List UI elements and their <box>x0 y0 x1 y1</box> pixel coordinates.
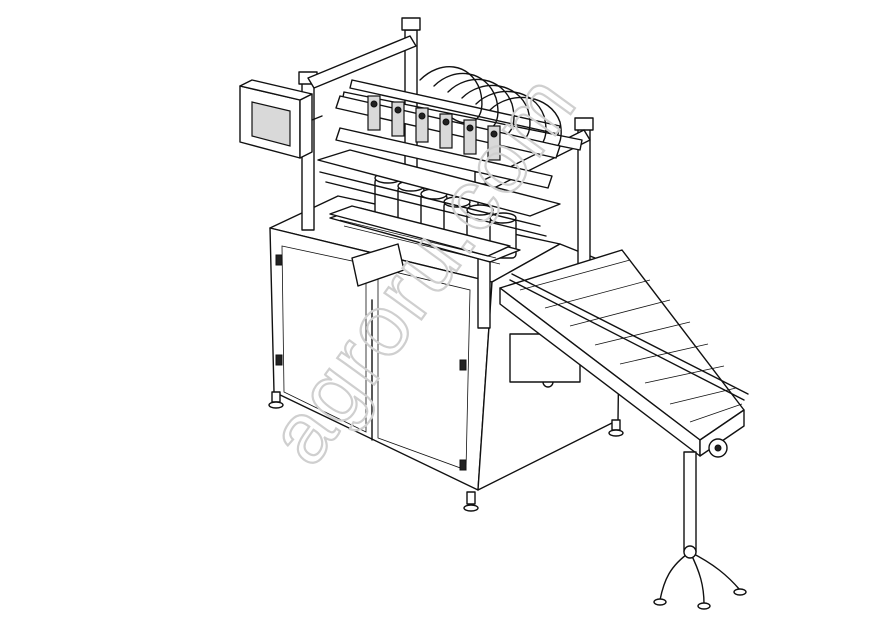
conveyor <box>499 249 749 610</box>
nozzles <box>367 95 501 161</box>
nozzle-manifold <box>335 95 561 189</box>
touch-screen <box>251 101 291 147</box>
conveyor-belt <box>519 259 743 423</box>
table-conveyor <box>329 205 511 287</box>
control-panel <box>239 79 323 159</box>
cabinet-feet <box>268 391 624 512</box>
conveyor-stand-foot <box>659 551 741 605</box>
